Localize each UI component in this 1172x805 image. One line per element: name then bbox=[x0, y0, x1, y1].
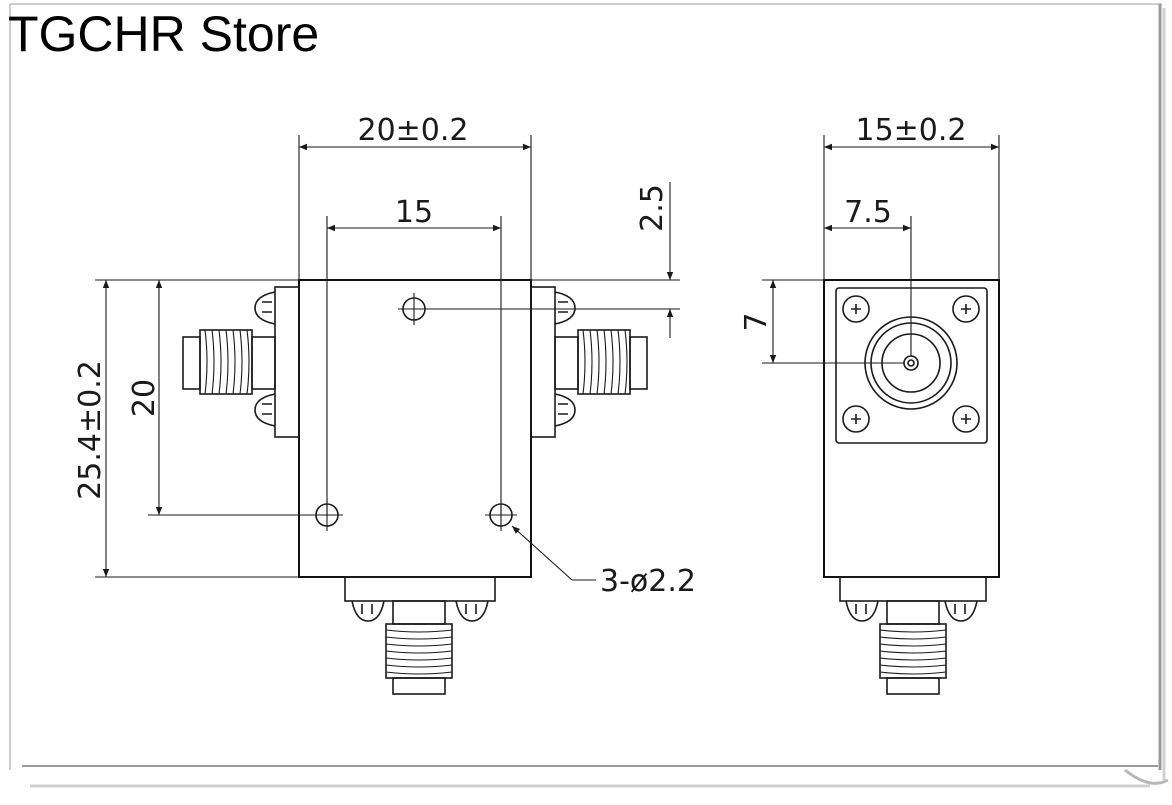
side-view bbox=[762, 135, 1000, 695]
side-bottom-connector bbox=[879, 623, 947, 695]
left-bracket bbox=[274, 286, 300, 438]
flange-screw bbox=[842, 295, 980, 433]
left-connector bbox=[182, 329, 253, 395]
dim-side-connector-offset: 7 bbox=[739, 312, 774, 331]
bottom-bracket bbox=[344, 576, 496, 602]
dim-top-offset: 2.5 bbox=[635, 184, 670, 232]
page-border bbox=[9, 3, 1169, 788]
dim-hole-callout: 3-ø2.2 bbox=[600, 564, 696, 599]
dim-side-center: 7.5 bbox=[844, 195, 892, 230]
right-connector bbox=[577, 329, 648, 395]
front-view bbox=[95, 135, 680, 695]
dim-front-width: 20±0.2 bbox=[357, 113, 468, 148]
dim-hole-spacing-horizontal: 15 bbox=[395, 195, 433, 230]
store-title: TGCHR Store bbox=[8, 6, 320, 62]
dim-front-height: 25.4±0.2 bbox=[73, 360, 108, 500]
dim-hole-spacing-vertical: 20 bbox=[127, 379, 162, 417]
dim-side-width: 15±0.2 bbox=[855, 113, 966, 148]
bottom-connector bbox=[385, 623, 453, 695]
front-body bbox=[298, 279, 532, 578]
